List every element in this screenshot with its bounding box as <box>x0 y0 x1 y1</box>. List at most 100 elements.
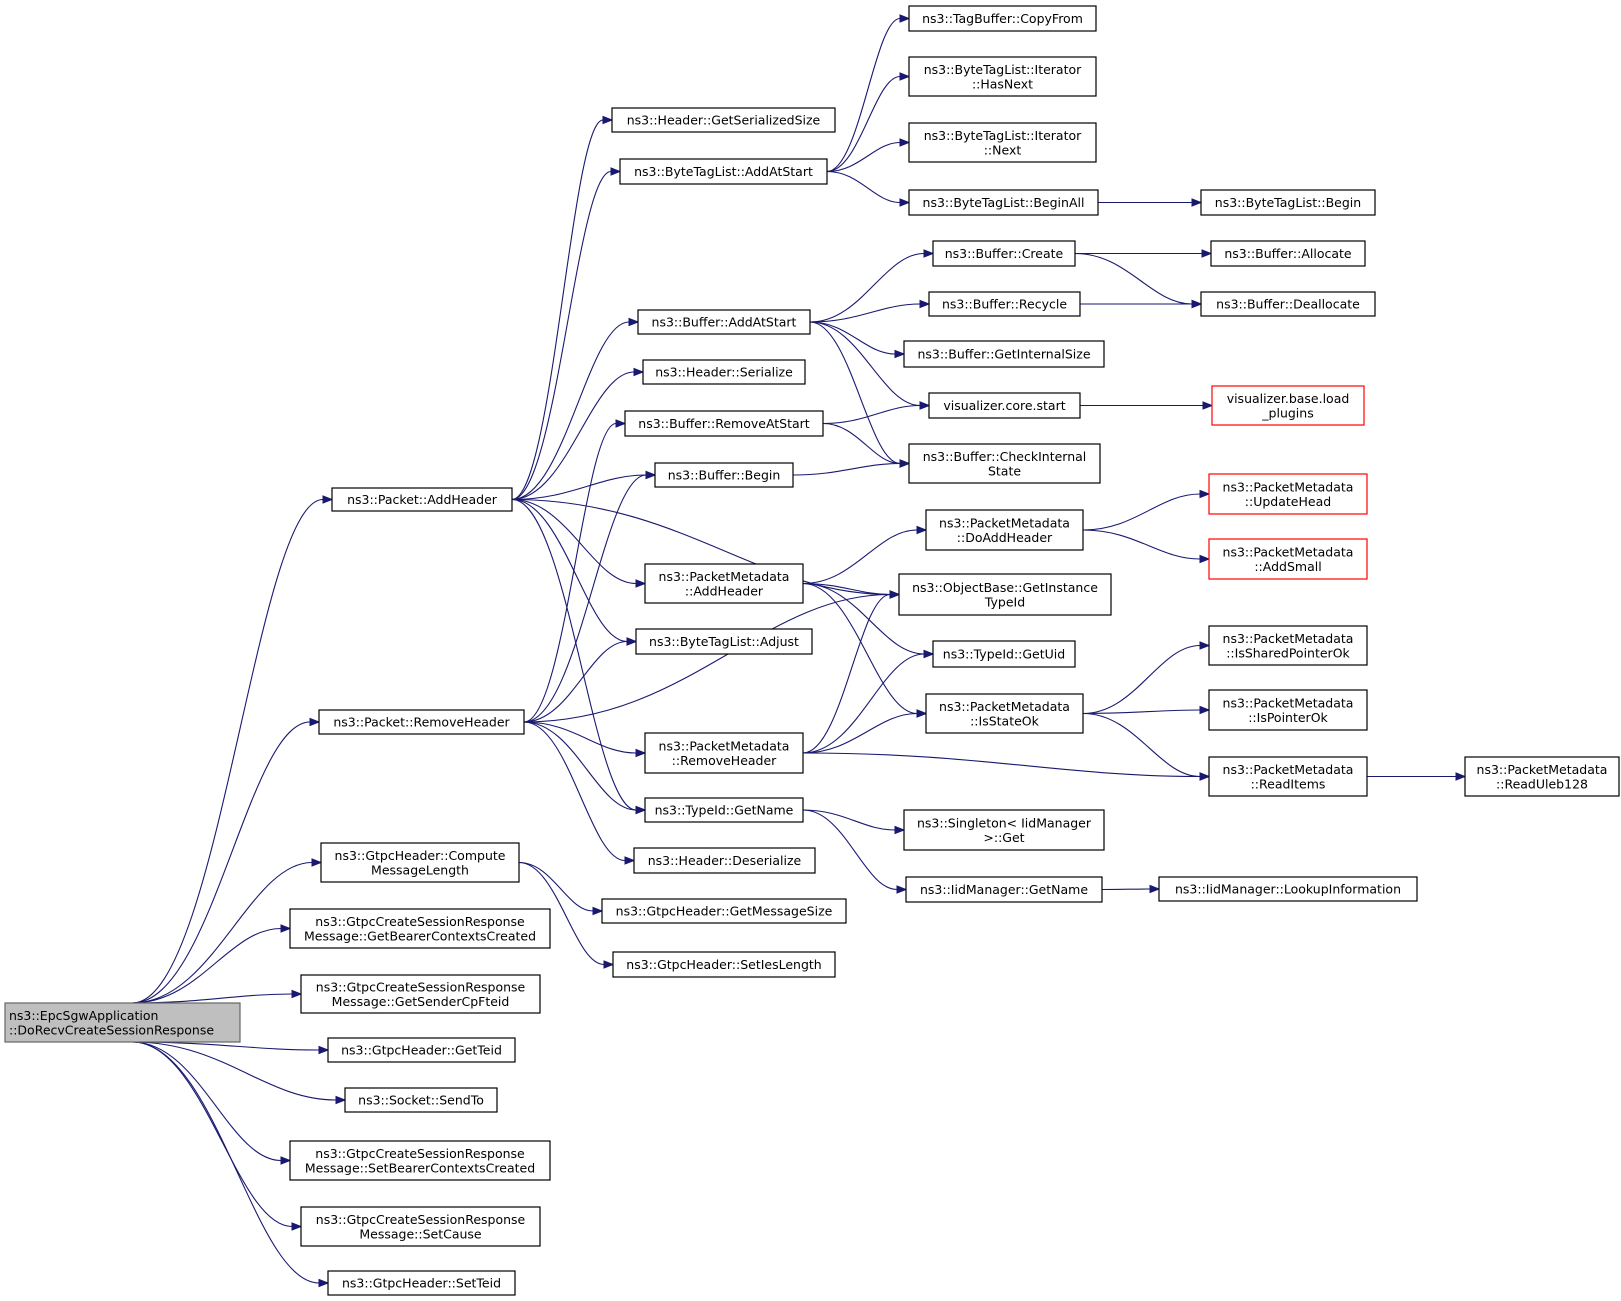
node-removeheader[interactable]: ns3::Packet::RemoveHeader <box>318 709 525 735</box>
node-pm_removeheader[interactable]: ns3::PacketMetadata::RemoveHeader <box>644 732 804 774</box>
node-addheader[interactable]: ns3::Packet::AddHeader <box>331 487 513 512</box>
node-buf_getinternalsize[interactable]: ns3::Buffer::GetInternalSize <box>903 340 1105 368</box>
edge-line <box>132 1041 293 1228</box>
node-box <box>635 628 813 655</box>
node-btl_it_hasnext[interactable]: ns3::ByteTagList::Iterator::HasNext <box>908 56 1097 97</box>
node-getbearer[interactable]: ns3::GtpcCreateSessionResponseMessage::G… <box>289 908 551 949</box>
node-setteid[interactable]: ns3::GtpcHeader::SetTeid <box>327 1270 516 1296</box>
node-tagbuf_copyfrom[interactable]: ns3::TagBuffer::CopyFrom <box>908 5 1097 32</box>
edge-arrowhead <box>309 717 321 727</box>
edge-line <box>518 861 605 966</box>
node-box <box>908 5 1097 32</box>
node-typeid_getuid[interactable]: ns3::TypeId::GetUid <box>932 640 1076 668</box>
node-label: Message::GetBearerContextsCreated <box>304 928 536 943</box>
node-pm_readuleb128[interactable]: ns3::PacketMetadata::ReadUleb128 <box>1464 756 1620 797</box>
node-label: ::DoAddHeader <box>957 530 1053 545</box>
edge-btl_beginall-to-btl_begin <box>1098 198 1203 207</box>
edge-arrowhead <box>280 1156 292 1165</box>
edge-line <box>523 593 891 723</box>
edge-arrowhead <box>899 138 911 147</box>
node-pm_addheader[interactable]: ns3::PacketMetadata::AddHeader <box>644 563 804 604</box>
node-setbearer[interactable]: ns3::GtpcCreateSessionResponseMessage::S… <box>289 1140 551 1181</box>
edge-arrowhead <box>1202 401 1214 410</box>
node-label: ns3::GtpcHeader::GetMessageSize <box>616 904 833 919</box>
edge-buf_begin-to-buf_checkinternal <box>792 459 911 476</box>
node-buf_removeatstart[interactable]: ns3::Buffer::RemoveAtStart <box>624 410 824 437</box>
edge-buf_create-to-buf_allocate <box>1075 249 1213 258</box>
edge-buf_recycle-to-buf_deallocate <box>1079 299 1203 309</box>
node-buf_addatstart[interactable]: ns3::Buffer::AddAtStart <box>637 309 811 335</box>
edge-arrowhead <box>919 299 931 309</box>
node-buf_recycle[interactable]: ns3::Buffer::Recycle <box>928 291 1081 317</box>
node-singleton_get[interactable]: ns3::Singleton< IidManager>::Get <box>903 809 1105 851</box>
node-btl_addatstart[interactable]: ns3::ByteTagList::AddAtStart <box>619 158 828 185</box>
node-label: ns3::ObjectBase::GetInstance <box>912 580 1098 595</box>
node-btl_adjust[interactable]: ns3::ByteTagList::Adjust <box>635 628 813 655</box>
node-hdr_deserialize[interactable]: ns3::Header::Deserialize <box>633 847 816 874</box>
node-box <box>1208 538 1368 580</box>
node-box <box>601 898 847 924</box>
node-gtpc_setieslen[interactable]: ns3::GtpcHeader::SetIesLength <box>612 951 836 978</box>
node-vis_base_load[interactable]: visualizer.base.load_plugins <box>1211 385 1365 426</box>
node-label: ns3::Buffer::CheckInternal <box>923 449 1087 464</box>
node-pm_isptrok[interactable]: ns3::PacketMetadata::IsPointerOk <box>1208 689 1368 731</box>
node-box <box>1200 189 1376 216</box>
edge-arrowhead <box>1191 198 1203 207</box>
node-iid_getname[interactable]: ns3::IidManager::GetName <box>905 876 1103 903</box>
node-hdr_serialize[interactable]: ns3::Header::Serialize <box>642 359 806 385</box>
node-label: Message::SetBearerContextsCreated <box>305 1160 535 1175</box>
node-pm_doaddheader[interactable]: ns3::PacketMetadata::DoAddHeader <box>925 509 1084 551</box>
node-pm_isstateok[interactable]: ns3::PacketMetadata::IsStateOk <box>925 693 1084 734</box>
node-label: ns3::TypeId::GetUid <box>943 647 1065 662</box>
node-buf_create[interactable]: ns3::Buffer::Create <box>932 240 1076 267</box>
node-label: ::ReadItems <box>1251 776 1326 791</box>
node-typeid_getname[interactable]: ns3::TypeId::GetName <box>644 797 804 823</box>
edge-arrowhead <box>894 349 906 359</box>
node-sendto[interactable]: ns3::Socket::SendTo <box>344 1087 498 1113</box>
node-btl_beginall[interactable]: ns3::ByteTagList::BeginAll <box>908 189 1099 216</box>
edge-line <box>1082 529 1201 560</box>
edge-arrowhead <box>628 317 640 327</box>
edge-line <box>132 1041 282 1162</box>
edge-addheader-to-btl_addatstart <box>511 167 622 501</box>
node-getteid[interactable]: ns3::GtpcHeader::GetTeid <box>327 1037 516 1063</box>
node-label: ns3::GtpcCreateSessionResponse <box>316 1212 526 1227</box>
node-gtpc_getmsgsize[interactable]: ns3::GtpcHeader::GetMessageSize <box>601 898 847 924</box>
edge-line <box>132 1041 337 1101</box>
node-pm_readitems[interactable]: ns3::PacketMetadata::ReadItems <box>1208 756 1368 797</box>
node-buf_begin[interactable]: ns3::Buffer::Begin <box>654 462 794 488</box>
edge-typeid_getname-to-iid_getname <box>802 809 908 894</box>
node-box <box>637 309 811 335</box>
edge-line <box>132 927 282 1004</box>
edge-removeheader-to-ob_getinstancetypeid <box>523 590 901 723</box>
node-setcause[interactable]: ns3::GtpcCreateSessionResponseMessage::S… <box>300 1206 541 1247</box>
node-btl_begin[interactable]: ns3::ByteTagList::Begin <box>1200 189 1376 216</box>
node-label: ns3::ByteTagList::Iterator <box>924 128 1082 143</box>
node-pm_updatehead[interactable]: ns3::PacketMetadata::UpdateHead <box>1208 473 1368 515</box>
node-label: ns3::Buffer::Allocate <box>1224 246 1352 261</box>
node-label: ns3::EpcSgwApplication <box>9 1008 158 1023</box>
node-pm_addsmall[interactable]: ns3::PacketMetadata::AddSmall <box>1208 538 1368 580</box>
node-label: ns3::GtpcHeader::GetTeid <box>341 1043 502 1058</box>
node-iid_lookupinfo[interactable]: ns3::IidManager::LookupInformation <box>1158 876 1418 902</box>
edge-line <box>802 582 891 596</box>
node-box <box>300 1206 541 1247</box>
edge-arrowhead <box>633 367 645 377</box>
edge-pm_doaddheader-to-pm_addsmall <box>1082 529 1211 564</box>
node-vis_core_start[interactable]: visualizer.core.start <box>928 392 1081 419</box>
node-label: MessageLength <box>371 862 469 877</box>
edge-arrowhead <box>1199 641 1211 650</box>
node-hdr_getsersize[interactable]: ns3::Header::GetSerializedSize <box>611 107 836 133</box>
node-buf_deallocate[interactable]: ns3::Buffer::Deallocate <box>1200 291 1376 317</box>
edge-root-to-computelen <box>132 858 323 1004</box>
node-getsender[interactable]: ns3::GtpcCreateSessionResponseMessage::G… <box>300 974 541 1014</box>
node-buf_allocate[interactable]: ns3::Buffer::Allocate <box>1210 240 1366 267</box>
node-btl_it_next[interactable]: ns3::ByteTagList::Iterator::Next <box>908 122 1097 163</box>
node-pm_issharedptrok[interactable]: ns3::PacketMetadata::IsSharedPointerOk <box>1208 625 1368 666</box>
edge-line <box>1082 709 1201 715</box>
nodes-layer: ns3::EpcSgwApplication::DoRecvCreateSess… <box>4 5 1620 1296</box>
node-label: ns3::Singleton< IidManager <box>917 815 1092 830</box>
